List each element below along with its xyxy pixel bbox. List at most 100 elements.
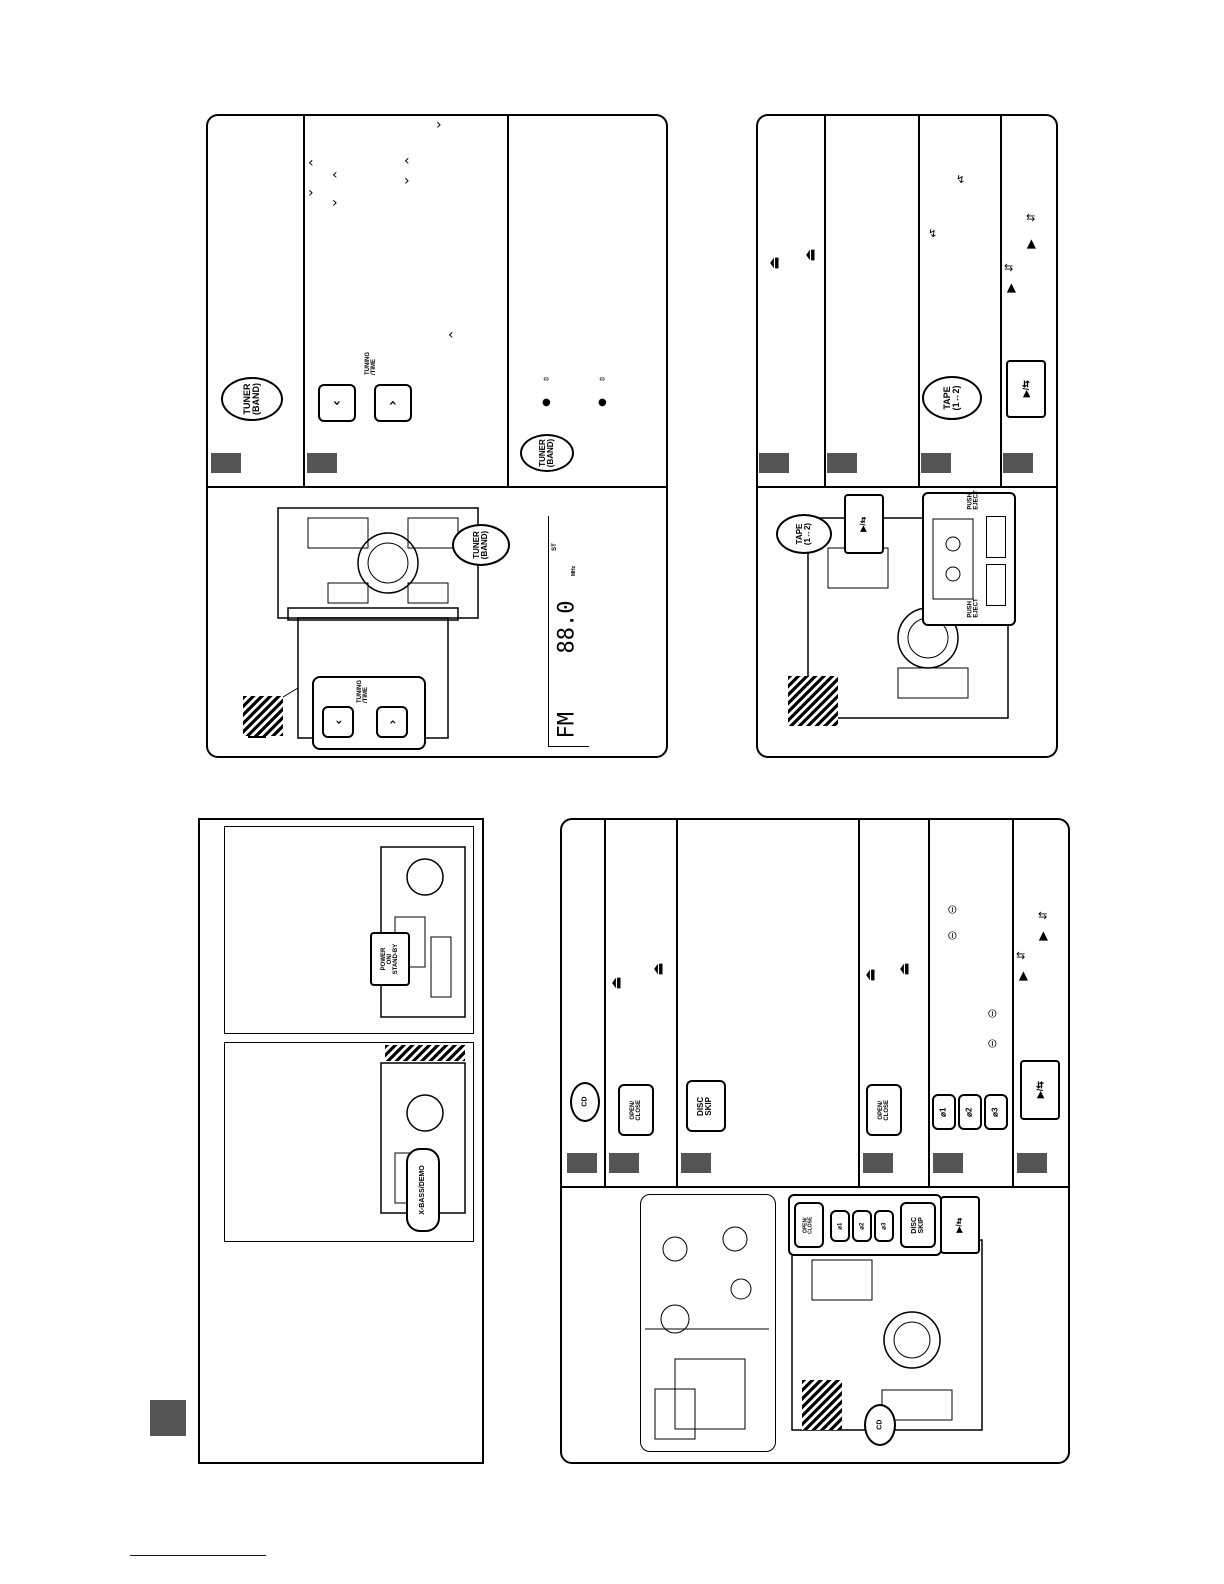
speaker-grille	[802, 1380, 842, 1430]
disc-icon: ⏼	[988, 1007, 997, 1020]
disc-icon: ⏼	[948, 903, 957, 916]
chevron-icon: ‹	[404, 153, 410, 169]
push-eject-label: PUSH EJECT	[967, 490, 980, 510]
disc-2-button[interactable]: ⌀2	[958, 1094, 982, 1130]
disc-1-callout-label: ⌀1	[836, 1222, 843, 1230]
speaker-grille	[385, 1045, 465, 1061]
open-close-button-2[interactable]: OPEN/ CLOSE	[866, 1084, 902, 1136]
footer-link[interactable]	[130, 1555, 266, 1556]
tape-button[interactable]: TAPE (1↔2)	[922, 376, 982, 420]
bullet-icon: ●	[542, 397, 551, 408]
disc-skip-callout: DISC SKIP	[900, 1202, 936, 1248]
disc-loading-illustration	[645, 1226, 769, 1440]
row-divider	[507, 116, 509, 486]
step-badge-4	[1003, 453, 1033, 473]
power-demo-panel: POWER ON/ STAND-BY X-BASS/DEMO	[150, 818, 484, 1464]
chevron-icon: ‹	[448, 327, 454, 343]
speaker-grille	[243, 696, 283, 736]
tape-panel: ⏏ ⏏ TAPE (1↔2) ↯ ↯ ▶/⇆ ▶ ▶ ⇆ ⇆ TAPE (1↔2…	[756, 114, 1058, 758]
open-close-callout-label: OPEN/ CLOSE	[802, 1216, 814, 1234]
speaker-grille	[788, 676, 838, 726]
disc-3-button[interactable]: ⌀3	[984, 1094, 1008, 1130]
xbass-demo-callout[interactable]: X-BASS/DEMO	[406, 1148, 440, 1232]
reverse-icon: ⇆	[1026, 211, 1036, 224]
cd-callout-label: CD	[876, 1419, 884, 1431]
row-divider	[303, 116, 305, 486]
reverse-icon: ⇆	[1016, 949, 1026, 962]
disc-2-callout-label: ⌀2	[858, 1222, 865, 1230]
tuning-up-callout: ›	[376, 706, 408, 738]
display-band: FM	[554, 712, 580, 739]
cassette-window	[986, 564, 1006, 606]
step-badge-3	[681, 1153, 711, 1173]
row-divider	[858, 820, 860, 1186]
disc-icon: ⏼	[948, 929, 957, 942]
disc-skip-callout-label: DISC SKIP	[910, 1216, 925, 1234]
tuning-up-button[interactable]: ›	[374, 384, 412, 422]
step-badge-2	[827, 453, 857, 473]
chevron-right-icon: ›	[384, 719, 399, 725]
stereo-icon: ⦵	[542, 373, 551, 384]
row-divider	[1000, 116, 1002, 486]
cd-play-callout: ▶/⇆	[940, 1196, 980, 1254]
tuning-callout-box: ‹ › TUNING /TIME	[312, 676, 426, 750]
step-badge	[150, 1400, 186, 1436]
disc-3-callout: ⌀3	[874, 1210, 894, 1242]
disc-2-label: ⌀2	[964, 1107, 974, 1117]
row-divider	[676, 820, 678, 1186]
step-badge-1	[759, 453, 789, 473]
open-close-label: OPEN/ CLOSE	[629, 1099, 642, 1121]
chevron-icon: ‹	[332, 167, 338, 183]
tuner-band-button-small[interactable]: TUNER (BAND)	[520, 434, 574, 472]
display-st-indicator: ST	[551, 543, 558, 551]
reverse-icon: ↯	[956, 173, 966, 186]
disc-icon: ⏼	[988, 1037, 997, 1050]
cassette-window	[986, 516, 1006, 558]
play-icon: ▶	[1035, 931, 1050, 941]
stereo-icon: ⦵	[598, 373, 607, 384]
reverse-icon: ↯	[928, 227, 938, 240]
play-icon: ▶	[1023, 239, 1038, 249]
play-icon: ▶	[1015, 971, 1030, 981]
cd-play-button[interactable]: ▶/⇆	[1020, 1060, 1060, 1120]
eject-icon: ⏏	[650, 962, 667, 976]
open-close-button[interactable]: OPEN/ CLOSE	[618, 1084, 654, 1136]
step-badge-4	[863, 1153, 893, 1173]
step-badge-3	[921, 453, 951, 473]
disc-1-button[interactable]: ⌀1	[932, 1094, 956, 1130]
step-badge-1	[211, 453, 241, 473]
disc-skip-button[interactable]: DISC SKIP	[686, 1080, 726, 1132]
step-badge-6	[1017, 1153, 1047, 1173]
panel-divider	[208, 486, 666, 488]
chevron-left-icon: ‹	[329, 400, 345, 406]
row-divider	[604, 820, 606, 1186]
chevron-left-icon: ‹	[330, 719, 345, 725]
step-badge-5	[933, 1153, 963, 1173]
tuning-down-button[interactable]: ‹	[318, 384, 356, 422]
row-divider	[928, 820, 930, 1186]
step-badge-2	[307, 453, 337, 473]
cd-panel: CD OPEN/ CLOSE ⏏ ⏏ DISC SKIP OPEN/ CLOSE…	[560, 818, 1070, 1464]
reverse-icon: ⇆	[1004, 261, 1014, 274]
power-callout[interactable]: POWER ON/ STAND-BY	[370, 932, 410, 986]
open-close-callout: OPEN/ CLOSE	[794, 1202, 824, 1248]
eject-icon: ⏏	[862, 968, 879, 982]
eject-icon: ⏏	[766, 256, 783, 270]
eject-icon: ⏏	[896, 962, 913, 976]
tuner-panel: TUNER (BAND) ‹ › TUNING /TIME ‹ ‹ › › ‹ …	[206, 114, 668, 758]
reverse-icon: ⇆	[1038, 909, 1048, 922]
step-badge-1	[567, 1153, 597, 1173]
chevron-icon: ›	[308, 185, 314, 201]
tuning-time-callout-label: TUNING /TIME	[357, 680, 369, 703]
cd-button[interactable]: CD	[570, 1082, 600, 1122]
panel-divider	[758, 486, 1056, 488]
disc-1-label: ⌀1	[938, 1107, 948, 1117]
tuner-band-button[interactable]: TUNER (BAND)	[221, 377, 283, 421]
chevron-icon: ›	[332, 195, 338, 211]
power-box: POWER ON/ STAND-BY	[224, 826, 474, 1034]
cd-controls-callout: OPEN/ CLOSE ⌀1 ⌀2 ⌀3 DISC SKIP	[788, 1194, 942, 1256]
open-close-label: OPEN/ CLOSE	[877, 1099, 890, 1121]
tape-play-button[interactable]: ▶/⇆	[1006, 360, 1046, 418]
play-callout-label: ▶/⇆	[954, 1217, 964, 1233]
row-divider	[1012, 820, 1014, 1186]
